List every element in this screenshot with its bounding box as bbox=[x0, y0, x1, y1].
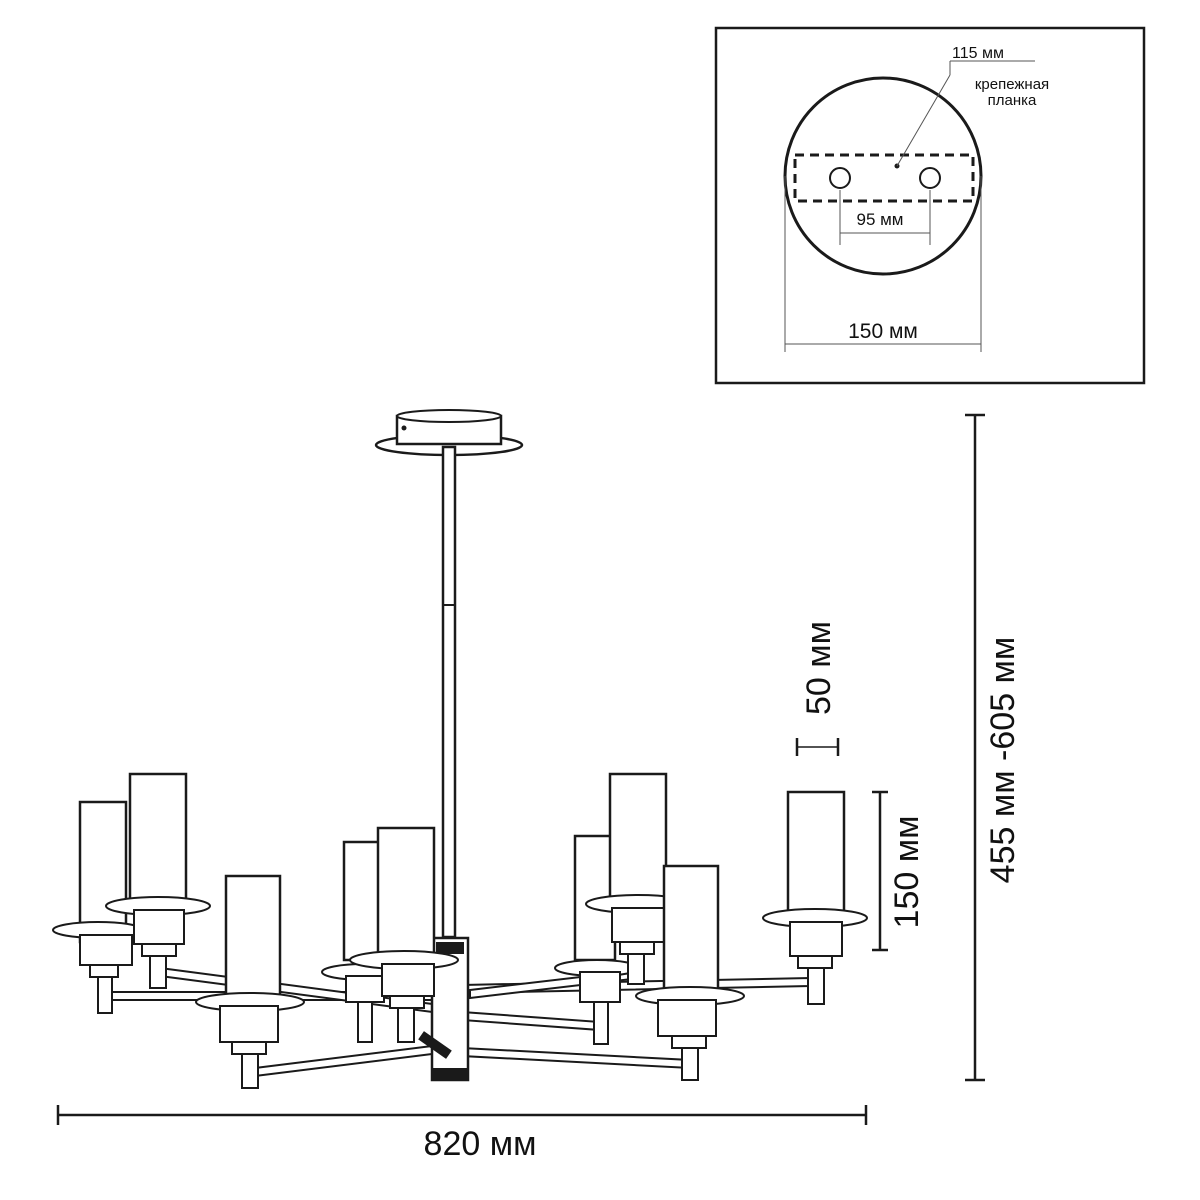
width-label: 820 мм bbox=[424, 1125, 537, 1163]
plate-width-label: 115 мм bbox=[952, 45, 1004, 62]
mount-hole-left bbox=[829, 167, 851, 189]
ceiling-canopy bbox=[374, 409, 524, 457]
mounting-plate-outline bbox=[793, 153, 975, 203]
canopy-diameter-label: 150 мм bbox=[848, 320, 918, 343]
mount-hole-right bbox=[919, 167, 941, 189]
lamp-back-left bbox=[52, 800, 144, 1014]
lamp-center bbox=[349, 826, 459, 1043]
height-label: 455 мм -605 мм bbox=[984, 637, 1022, 884]
dimension-height: 455 мм -605 мм bbox=[965, 413, 1022, 1082]
mount-label-line2: планка bbox=[988, 92, 1037, 109]
dimension-width: 820 мм bbox=[56, 1105, 868, 1163]
lamp-front-right bbox=[635, 864, 745, 1081]
lamp-left-tall bbox=[105, 772, 211, 989]
canopy-detail-inset: 115 мм крепежная планка 95 мм 150 мм bbox=[714, 26, 1146, 385]
dimension-shade-top: 50 мм bbox=[795, 621, 840, 756]
lamp-front-left bbox=[195, 874, 305, 1089]
shade-height-label: 150 мм bbox=[888, 816, 926, 929]
canopy-circle bbox=[783, 76, 983, 276]
leader-line bbox=[896, 74, 951, 167]
mount-label-line1: крепежная bbox=[975, 76, 1049, 93]
central-rod bbox=[441, 445, 457, 939]
hole-spacing-label: 95 мм bbox=[856, 210, 903, 229]
dimension-shade-height: 150 мм bbox=[872, 790, 926, 952]
chandelier-illustration bbox=[52, 409, 868, 1089]
shade-top-label: 50 мм bbox=[800, 621, 838, 715]
lamp-far-right bbox=[762, 790, 868, 1005]
